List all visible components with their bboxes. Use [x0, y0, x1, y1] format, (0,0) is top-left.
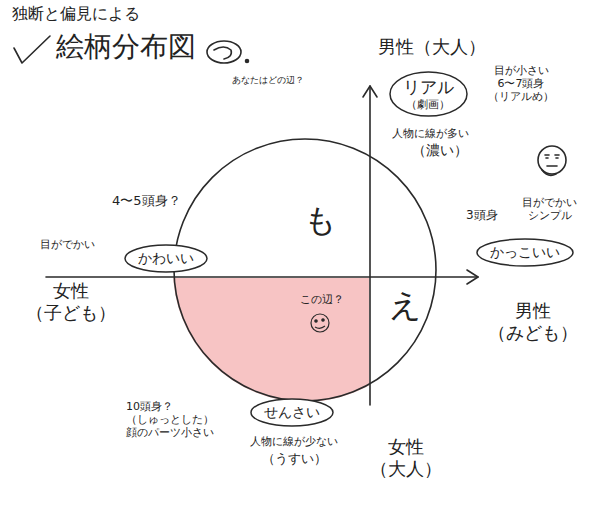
note-box: 男性 （みども） [488, 300, 578, 343]
doodle-oval [207, 41, 241, 63]
quadrant-letter: え [389, 286, 422, 324]
note-text: （うすい） [262, 451, 327, 467]
node-outline [173, 138, 437, 402]
title-box: 絵柄分布図 [56, 30, 196, 64]
note-box: （うすい） [262, 448, 327, 467]
note-text: 目が小さい 6〜7頭身 （リアルめ） [488, 64, 554, 104]
oval-text-group: かっこいい [490, 244, 560, 261]
oval-text-group: せんさい [264, 404, 320, 421]
note-box: 男性（大人） [378, 36, 486, 58]
horizontal-axis [46, 276, 478, 278]
note-box: （濃い） [412, 140, 468, 159]
face-doodle [311, 314, 329, 332]
oval-text: かわいい [138, 250, 194, 267]
check-mark [14, 36, 50, 63]
note-box: 女性 （子ども） [26, 280, 116, 323]
axis-arrowhead [467, 270, 478, 284]
note-box: 人物に線が少ない [250, 430, 338, 449]
note-text: 人物に線が少ない [250, 435, 338, 448]
note-box: 目がでかい [40, 233, 95, 252]
note-box: 目が小さい 6〜7頭身 （リアルめ） [488, 64, 554, 104]
note-box: あなたはどの辺？ [232, 68, 304, 87]
oval-text-group: リアル（劇画） [403, 77, 454, 111]
note-box: 目がでかい シンプル [522, 196, 577, 223]
note-text: 男性 （みども） [488, 300, 578, 343]
circle-outline [174, 139, 436, 401]
oval-text-group: かわいい [138, 250, 194, 267]
oval-text: リアル [403, 77, 454, 97]
quadrant-letter: も [304, 201, 337, 239]
doodle-squiggle [214, 47, 231, 59]
note-text: 10頭身？ （しゅっとした） 顔のパーツ小さい [126, 400, 214, 440]
title: 絵柄分布図 [56, 30, 196, 64]
oval-outline [477, 239, 573, 266]
note-box: 独断と偏見による [12, 4, 140, 23]
vertical-axis [369, 86, 371, 405]
note-text: 男性（大人） [378, 36, 486, 58]
doodle-dot [246, 60, 249, 63]
note-text: 独断と偏見による [12, 4, 140, 23]
note-text: あなたはどの辺？ [232, 75, 304, 86]
note-text: 目がでかい [40, 238, 95, 251]
note-box: 女性 （大人） [370, 436, 442, 479]
note-box: 3頭身 [466, 204, 498, 223]
note-text: 女性 （子ども） [26, 280, 116, 323]
oval-outline [125, 245, 207, 272]
oval-outline [390, 72, 467, 116]
oval-outline [251, 399, 333, 426]
main-circle: もえ この辺？ [173, 138, 437, 402]
style-oval: かわいい [124, 244, 208, 273]
face-doodle [538, 146, 566, 175]
note-text: 3頭身 [466, 208, 498, 222]
axis-arrowhead [363, 86, 377, 97]
oval-text: せんさい [264, 404, 320, 421]
oval-text: かっこいい [490, 244, 560, 261]
note-text: （濃い） [412, 142, 468, 159]
note-text: 女性 （大人） [370, 436, 442, 479]
note-text: 人物に線が多い [392, 127, 469, 140]
highlight-quadrant [173, 278, 369, 402]
note-text: 目がでかい シンプル [522, 196, 577, 222]
pointer-note: この辺？ [300, 293, 344, 306]
note-box: 10頭身？ （しゅっとした） 顔のパーツ小さい [126, 400, 214, 440]
oval-text: （劇画） [406, 98, 450, 111]
note-box: 4〜5頭身？ [112, 190, 181, 209]
style-oval: リアル（劇画） [389, 71, 468, 117]
note-text: 4〜5頭身？ [112, 193, 181, 209]
style-oval: かっこいい [476, 238, 574, 267]
style-oval: せんさい [250, 398, 334, 427]
note-box: 人物に線が多い [392, 122, 469, 141]
